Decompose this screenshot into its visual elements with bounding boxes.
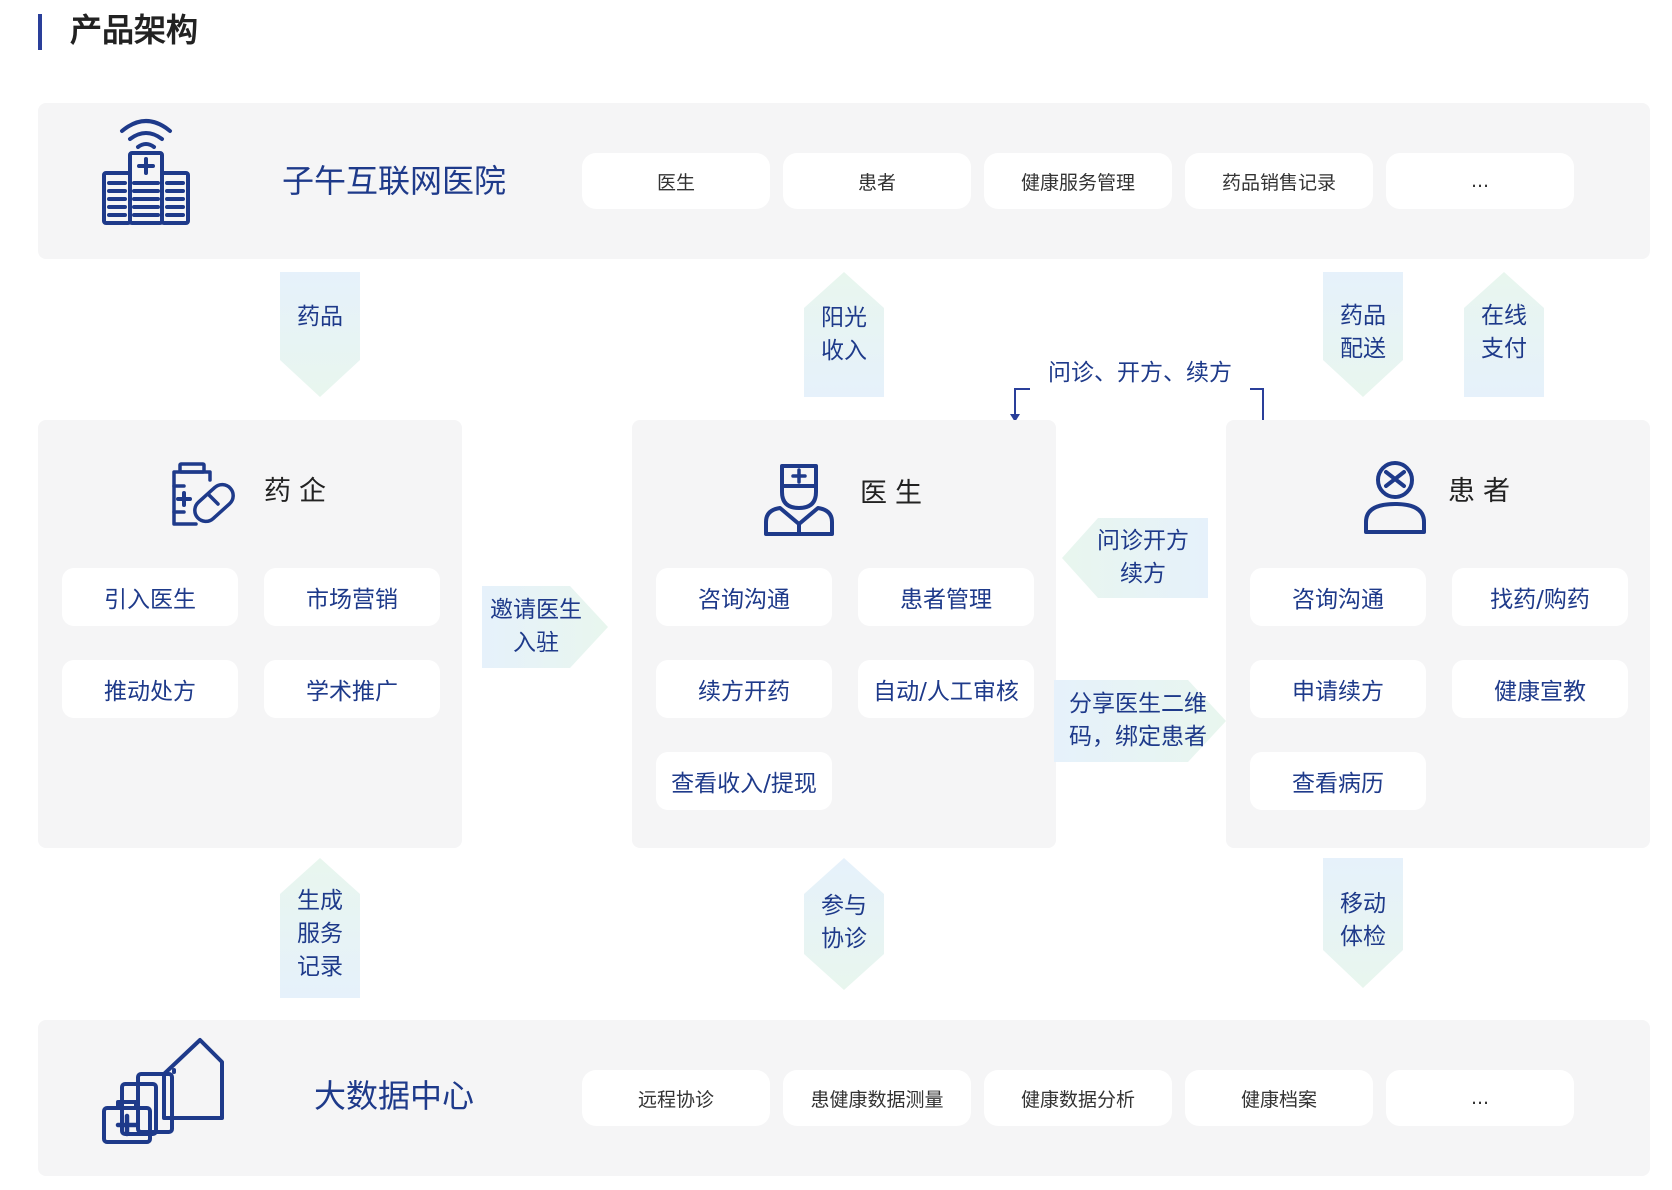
pharma-panel: 药企 引入医生 市场营销 推动处方 学术推广 [38,420,462,848]
arrow-label-service-records: 生成 服务 记录 [297,887,343,980]
arrow-right-invite-doctor [482,586,608,668]
pharma-item: 引入医生 [62,568,238,626]
section-title-accent [38,14,42,50]
data-center-title: 大数据中心 [314,1077,475,1115]
bottom-tag: 健康数据分析 [984,1070,1172,1126]
arrow-label-drug-delivery: 药品 配送 [1340,303,1386,362]
arrow-label-sunshine-income: 阳光 收入 [821,305,867,364]
doctor-item: 患者管理 [858,568,1034,626]
bottom-panel: 大数据中心 远程协诊 患健康数据测量 健康数据分析 健康档案 ... [38,1020,1650,1176]
top-tag: 健康服务管理 [984,153,1172,209]
patient-icon [1364,461,1426,534]
connector-patient-to-doctor [1010,388,1264,422]
pharma-item: 市场营销 [264,568,440,626]
top-tag: 医生 [582,153,770,209]
doctor-panel: 医生 咨询沟通 患者管理 续方开药 自动/人工审核 查看收入/提现 [632,420,1056,848]
pharma-item: 学术推广 [264,660,440,718]
top-panel: 子午互联网医院 医生 患者 健康服务管理 药品销售记录 ... [38,103,1650,259]
doctor-item: 自动/人工审核 [858,660,1034,718]
top-tag: 药品销售记录 [1185,153,1373,209]
patient-title: 患者 [1448,476,1518,507]
arrow-label-mobile-checkup: 移动 体检 [1340,891,1386,950]
arrow-label-invite-doctor: 邀请医生 入驻 [490,597,582,656]
doctor-icon [764,464,834,536]
patient-item: 查看病历 [1250,752,1426,810]
data-center-icon [102,1038,224,1144]
arrow-label-drugs: 药品 [297,303,343,330]
patient-panel: 患者 咨询沟通 找药/购药 申请续方 健康宣教 查看病历 [1226,420,1650,848]
pharma-title: 药企 [264,476,334,507]
doctor-item: 查看收入/提现 [656,752,832,810]
arrow-up-online-pay [1464,272,1544,397]
patient-item: 咨询沟通 [1250,568,1426,626]
bottom-tag: 健康档案 [1185,1070,1373,1126]
patient-item: 找药/购药 [1452,568,1628,626]
arrow-label-online-pay: 在线 支付 [1481,303,1527,362]
doctor-item: 续方开药 [656,660,832,718]
arrow-label-joint-consult: 参与 协诊 [821,893,867,952]
hospital-title: 子午互联网医院 [282,162,507,200]
doctor-item: 咨询沟通 [656,568,832,626]
bottom-tag: 远程协诊 [582,1070,770,1126]
patient-item: 健康宣教 [1452,660,1628,718]
patient-item: 申请续方 [1250,660,1426,718]
top-tag: 患者 [783,153,971,209]
arrow-down-drug-delivery [1323,272,1403,397]
doctor-title: 医生 [860,478,930,509]
arrow-down-drugs [280,272,360,397]
arrow-down-mobile-checkup [1323,858,1403,988]
pharma-item: 推动处方 [62,660,238,718]
arrow-right-share-qr [1054,680,1226,762]
connector-label: 问诊、开方、续方 [1030,356,1250,390]
top-tag: ... [1386,153,1574,209]
arrow-up-service-records [280,858,360,998]
arrow-label-consult-prescribe: 问诊开方 续方 [1097,528,1189,587]
arrow-up-sunshine-income [804,272,884,397]
bottom-tag: ... [1386,1070,1574,1126]
arrow-label-share-qr: 分享医生二维 码，绑定患者 [1069,691,1207,750]
arrow-joint-consult [804,858,884,990]
arrow-left-consult-prescribe [1062,518,1208,598]
medicine-icon [172,462,235,526]
section-title: 产品架构 [70,11,199,49]
bottom-tag: 患健康数据测量 [783,1070,971,1126]
hospital-icon [102,119,190,225]
